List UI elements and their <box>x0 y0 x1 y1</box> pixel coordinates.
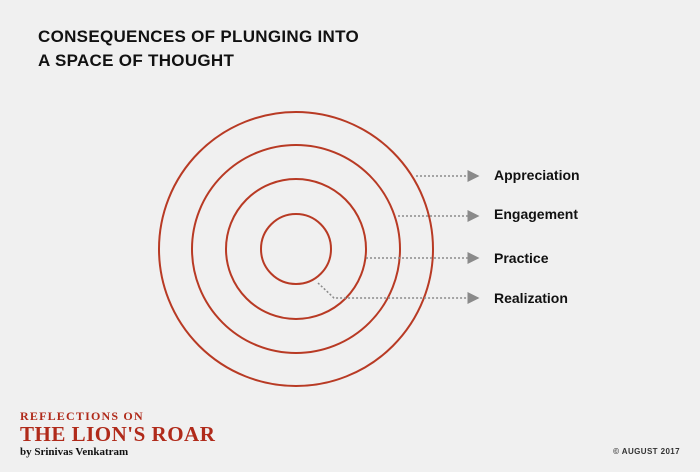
copyright-notice: © AUGUST 2017 <box>613 447 680 456</box>
ring-practice <box>225 178 367 320</box>
ring-appreciation <box>158 111 434 387</box>
brand-name: THE LION'S ROAR <box>20 422 216 446</box>
label-appreciation: Appreciation <box>494 167 580 183</box>
ring-realization <box>260 213 332 285</box>
label-practice: Practice <box>494 250 549 266</box>
diagram-title: CONSEQUENCES OF PLUNGING INTO A SPACE OF… <box>38 25 359 73</box>
title-line-2: A SPACE OF THOUGHT <box>38 51 235 70</box>
ring-engagement <box>191 144 401 354</box>
leader-realization <box>317 282 480 304</box>
leader-lines <box>317 170 480 304</box>
label-realization: Realization <box>494 290 568 306</box>
brand-logo: REFLECTIONS ON THE LION'S ROAR by Sriniv… <box>20 409 215 459</box>
brand-series: REFLECTIONS ON <box>20 409 144 423</box>
rings-group <box>158 111 434 387</box>
brand-byline: by Srinivas Venkatram <box>20 446 129 458</box>
label-engagement: Engagement <box>494 206 579 222</box>
title-line-1: CONSEQUENCES OF PLUNGING INTO <box>38 27 360 46</box>
